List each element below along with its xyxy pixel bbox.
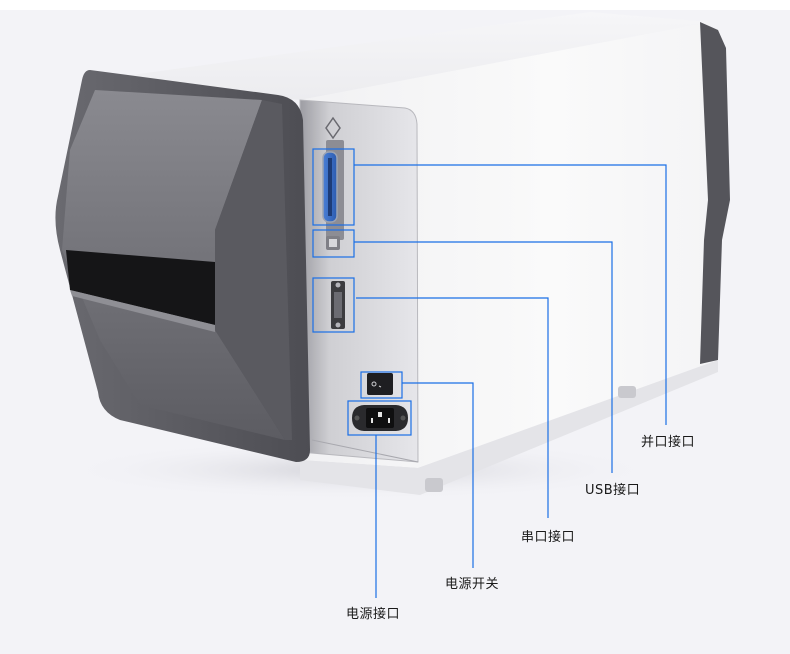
foot xyxy=(618,386,636,398)
cover-bevel xyxy=(215,100,292,440)
printer-rear-edge xyxy=(700,22,730,364)
parallel-callout-box xyxy=(312,148,355,226)
panel-seam xyxy=(311,439,419,463)
label-parallel-port: 并口接口 xyxy=(641,435,696,450)
parallel-leader-line xyxy=(354,164,667,425)
label-power-switch: 电源开关 xyxy=(445,577,500,592)
usb-leader-line xyxy=(354,241,613,473)
top-margin xyxy=(0,0,790,10)
serial-port xyxy=(331,281,345,329)
socket-callout-box xyxy=(347,400,412,436)
printer-base xyxy=(300,360,718,495)
switch-callout-box xyxy=(360,371,403,399)
power-socket xyxy=(352,405,408,431)
label-usb-port: USB接口 xyxy=(585,483,641,498)
serial-callout-box xyxy=(312,277,355,333)
paper-slot xyxy=(66,250,215,325)
serial-leader-line xyxy=(356,297,549,518)
label-power-socket: 电源接口 xyxy=(346,607,401,622)
label-serial-port: 串口接口 xyxy=(521,530,576,545)
callout-lines xyxy=(312,148,667,598)
printer-top xyxy=(95,12,710,100)
foot xyxy=(425,478,443,492)
switch-leader-line xyxy=(402,382,474,568)
paper-slot-lip xyxy=(70,290,215,332)
usb-port xyxy=(326,236,340,250)
parallel-port xyxy=(322,116,344,240)
power-switch xyxy=(367,373,393,395)
usb-callout-box xyxy=(312,229,355,258)
